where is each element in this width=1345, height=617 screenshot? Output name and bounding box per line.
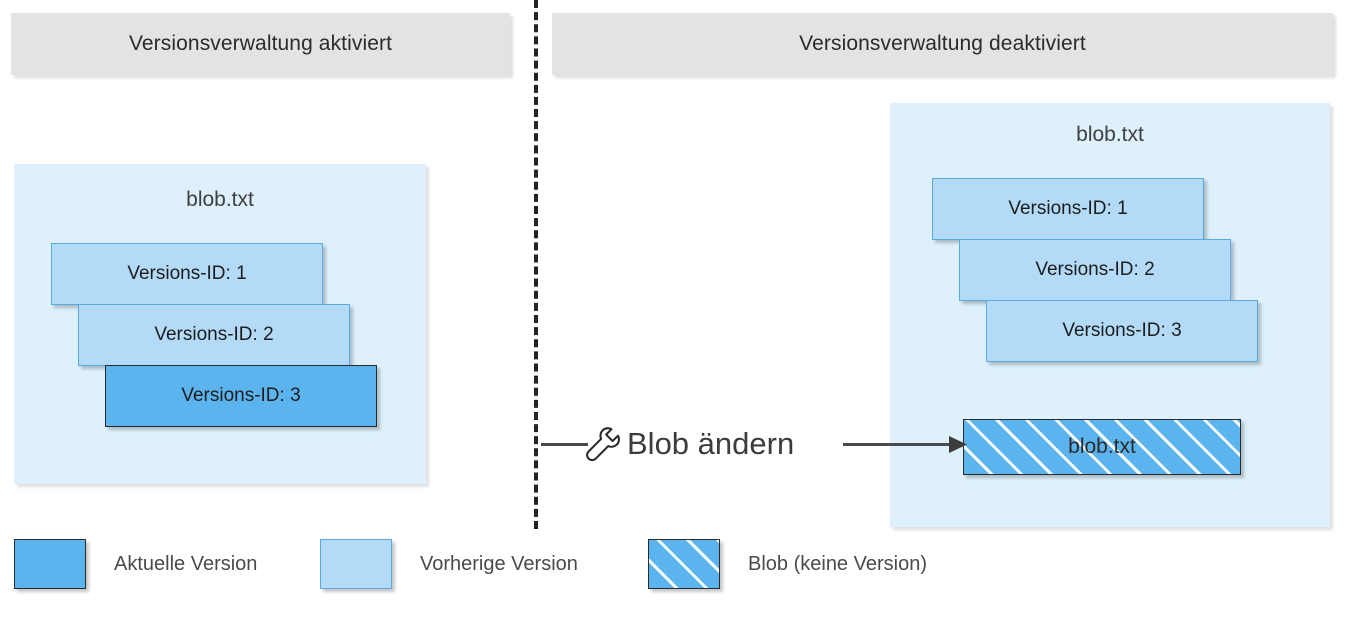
- legend: Aktuelle Version Vorherige Version Blob …: [0, 539, 1345, 599]
- panel-header-label: Versionsverwaltung aktiviert: [128, 32, 393, 55]
- container-title: blob.txt: [186, 188, 254, 211]
- version-card-3-disabled: Versions-ID: 3: [986, 300, 1258, 362]
- unversioned-blob-card: blob.txt: [963, 419, 1241, 475]
- version-card-2-disabled: Versions-ID: 2: [959, 239, 1231, 301]
- version-card-label: Versions-ID: 2: [1035, 259, 1155, 280]
- legend-label-current-version: Aktuelle Version: [114, 552, 258, 575]
- version-card-label: Versions-ID: 1: [1008, 198, 1128, 219]
- legend-swatch-previous-version: [320, 539, 392, 589]
- version-card-label: Versions-ID: 3: [181, 385, 301, 406]
- version-card-1-disabled: Versions-ID: 1: [932, 178, 1204, 240]
- action-label: Blob ändern: [627, 426, 795, 461]
- legend-swatch-current-version: [14, 539, 86, 589]
- action-arrow-icon: [843, 431, 967, 457]
- legend-label-unversioned-blob: Blob (keine Version): [748, 552, 927, 575]
- version-card-3-enabled-current: Versions-ID: 3: [105, 365, 377, 427]
- legend-label-previous-version: Vorherige Version: [420, 552, 578, 575]
- version-card-label: Versions-ID: 3: [1062, 320, 1182, 341]
- panel-header-versioning-enabled: Versionsverwaltung aktiviert: [11, 13, 510, 75]
- container-title: blob.txt: [1076, 123, 1144, 146]
- wrench-icon: [581, 424, 621, 464]
- action-connector-line: [541, 443, 588, 446]
- version-card-label: Versions-ID: 1: [127, 263, 247, 284]
- version-card-2-enabled: Versions-ID: 2: [78, 304, 350, 366]
- panel-header-label: Versionsverwaltung deaktiviert: [799, 32, 1086, 55]
- panel-header-versioning-disabled: Versionsverwaltung deaktiviert: [552, 13, 1333, 75]
- vertical-dashed-divider: [534, 0, 538, 529]
- version-card-label: Versions-ID: 2: [154, 324, 274, 345]
- version-card-1-enabled: Versions-ID: 1: [51, 243, 323, 305]
- unversioned-blob-label: blob.txt: [1068, 435, 1136, 458]
- legend-swatch-unversioned-blob: [648, 539, 720, 589]
